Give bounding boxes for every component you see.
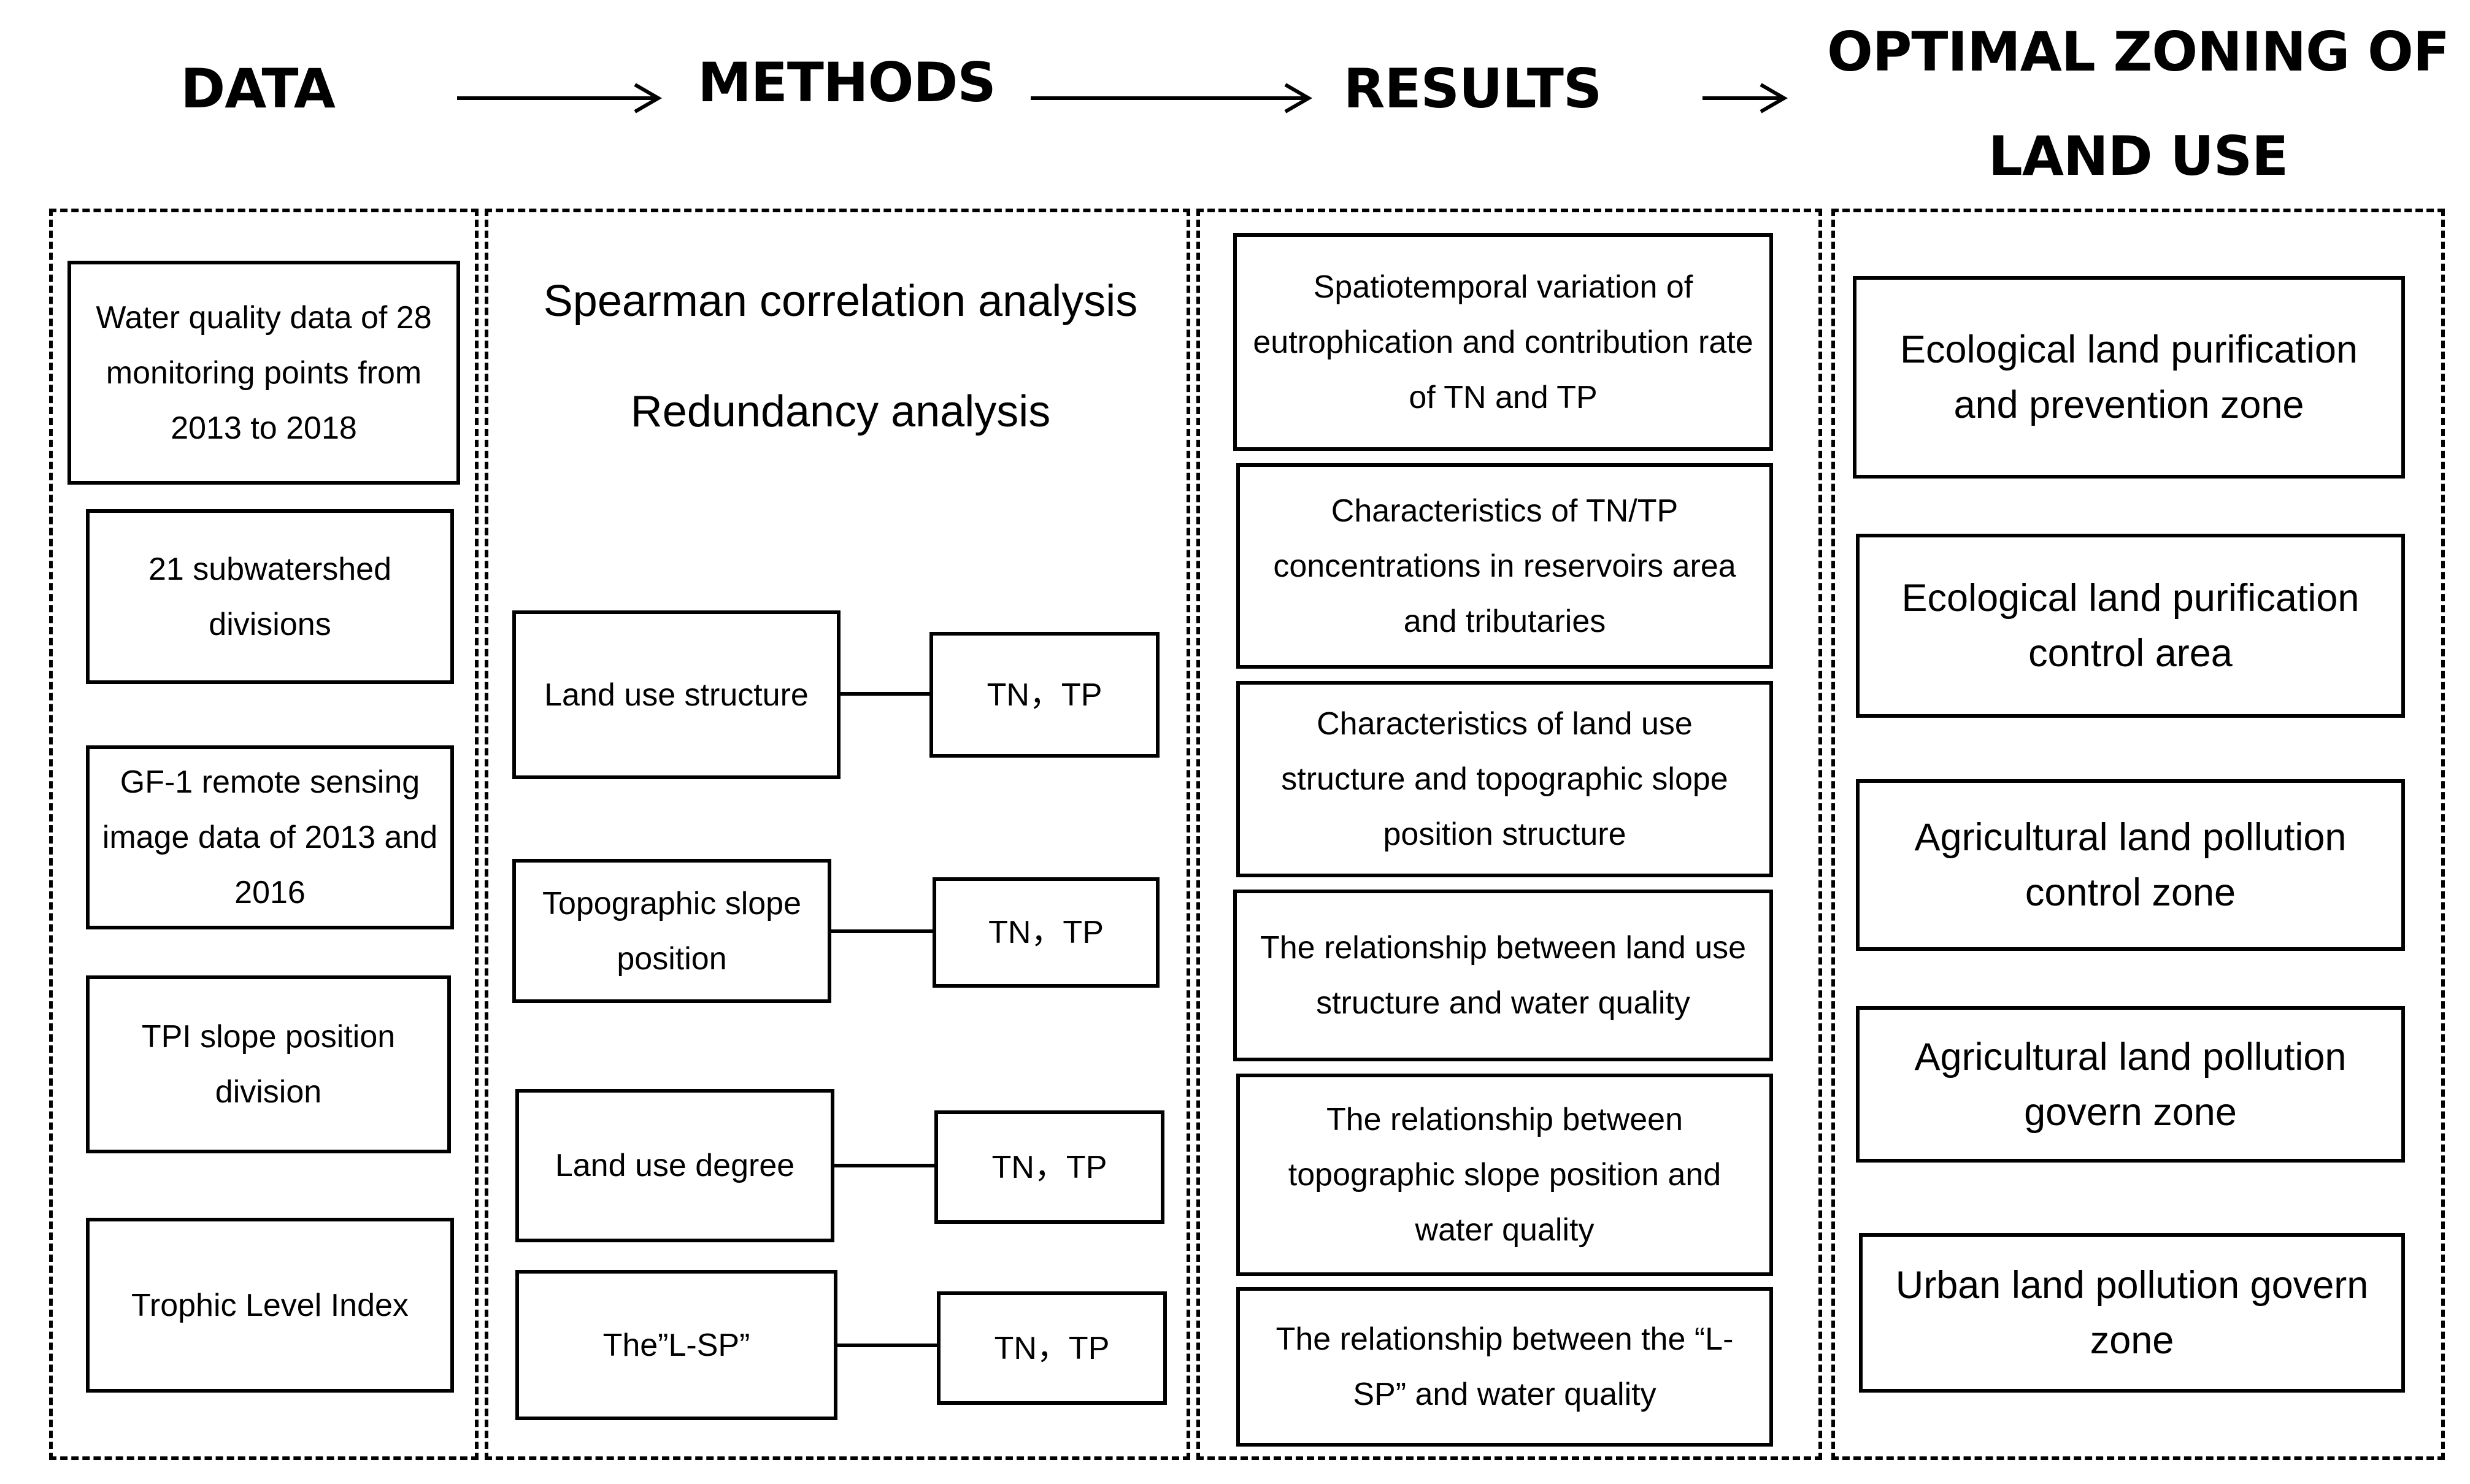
method-factor-box: Land use degree [515,1089,834,1242]
connector-line [837,1344,939,1347]
header-zoning-line2: LAND USE [1988,125,2288,188]
result-item: Characteristics of TN/TP concentrations … [1236,463,1773,669]
connector-line [834,1164,936,1167]
results-panel [1196,209,1822,1460]
header-zoning-line1: OPTIMAL ZONING OF [1827,20,2450,83]
zoning-item: Ecological land purification control are… [1856,534,2405,718]
analysis-spearman: Spearman correlation analysis [543,277,1138,326]
header-data: DATA [180,57,336,120]
data-item: GF-1 remote sensing image data of 2013 a… [86,745,454,929]
method-target-box: TN，TP [934,1110,1164,1224]
data-item: TPI slope position division [86,975,451,1153]
zoning-item: Agricultural land pollution control zone [1856,779,2405,951]
methods-panel [485,209,1190,1460]
header-results: RESULTS [1343,57,1602,120]
connector-line [841,692,933,696]
zoning-item: Agricultural land pollution govern zone [1856,1006,2405,1163]
result-item: Characteristics of land use structure an… [1236,681,1773,877]
data-item: 21 subwatershed divisions [86,509,454,684]
connector-line [831,929,933,933]
method-target-box: TN，TP [933,877,1160,988]
arrow-right-icon [1702,83,1788,113]
header-methods: METHODS [698,51,996,114]
arrow-right-icon [457,83,662,113]
method-target-box: TN，TP [937,1291,1167,1405]
zoning-panel [1831,209,2445,1460]
result-item: The relationship between land use struct… [1233,890,1773,1061]
result-item: The relationship between the “L-SP” and … [1236,1287,1773,1447]
method-factor-box: The”L-SP” [515,1270,837,1420]
result-item: The relationship between topographic slo… [1236,1074,1773,1276]
method-factor-box: Land use structure [512,610,841,779]
method-factor-box: Topographic slope position [512,859,831,1003]
analysis-redundancy: Redundancy analysis [630,387,1051,436]
zoning-item: Urban land pollution govern zone [1859,1233,2405,1393]
data-panel [49,209,479,1460]
data-item: Trophic Level Index [86,1218,454,1393]
result-item: Spatiotemporal variation of eutrophicati… [1233,233,1773,451]
data-item: Water quality data of 28 monitoring poin… [67,261,460,485]
arrow-right-icon [1031,83,1312,113]
zoning-item: Ecological land purification and prevent… [1853,276,2405,479]
method-target-box: TN，TP [929,632,1160,758]
